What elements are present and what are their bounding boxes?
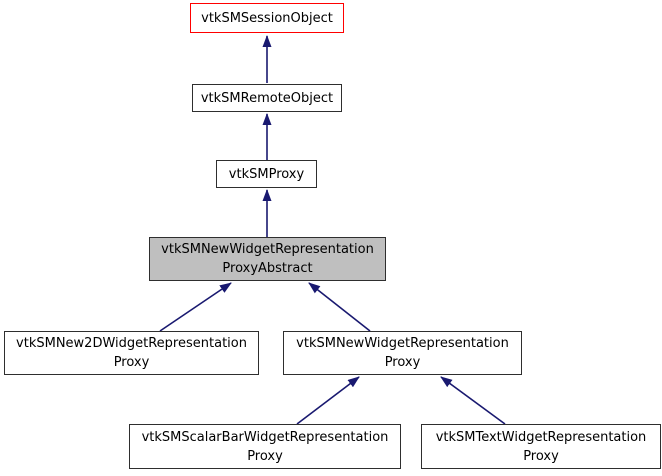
class-name-label: vtkSMRemoteObject [200,90,334,106]
class-name-label: vtkSMScalarBarWidgetRepresentation [141,429,389,445]
class-name-label: vtkSMNew2DWidgetRepresentation [16,336,247,351]
class-name-label: vtkSMNewWidgetRepresentation [296,336,509,351]
node-vtkSMRemoteObject[interactable]: vtkSMRemoteObject [192,84,342,112]
class-name-label: vtkSMProxy [228,166,305,182]
class-name-label: Proxy [384,355,421,370]
edge-new2d-to-abstract [159,282,232,332]
class-name-label: Proxy [523,448,559,464]
class-name-label: vtkSMNewWidgetRepresentation [161,242,374,257]
node-vtkSMSessionObject[interactable]: vtkSMSessionObject [190,3,344,33]
class-name-label: vtkSMTextWidgetRepresentation [435,429,647,445]
node-vtkSMProxy[interactable]: vtkSMProxy [216,160,317,188]
edge-text-to-newwidget [440,376,506,425]
node-vtkSMNew2DWidgetRepresentationProxy[interactable]: vtkSMNew2DWidgetRepresentation Proxy [4,331,259,375]
class-name-label: ProxyAbstract [222,261,313,276]
node-vtkSMNewWidgetRepresentationProxy[interactable]: vtkSMNewWidgetRepresentation Proxy [283,331,522,375]
class-name-label: Proxy [247,448,283,464]
node-vtkSMScalarBarWidgetRepresentationProxy[interactable]: vtkSMScalarBarWidgetRepresentation Proxy [129,424,401,469]
class-name-label: vtkSMSessionObject [201,10,333,26]
node-vtkSMTextWidgetRepresentationProxy[interactable]: vtkSMTextWidgetRepresentation Proxy [421,424,661,469]
node-vtkSMNewWidgetRepresentationProxyAbstract[interactable]: vtkSMNewWidgetRepresentation ProxyAbstra… [149,237,386,281]
edge-scalarbar-to-newwidget [296,376,360,425]
edge-newwidget-to-abstract [308,282,371,332]
class-name-label: Proxy [113,355,150,370]
